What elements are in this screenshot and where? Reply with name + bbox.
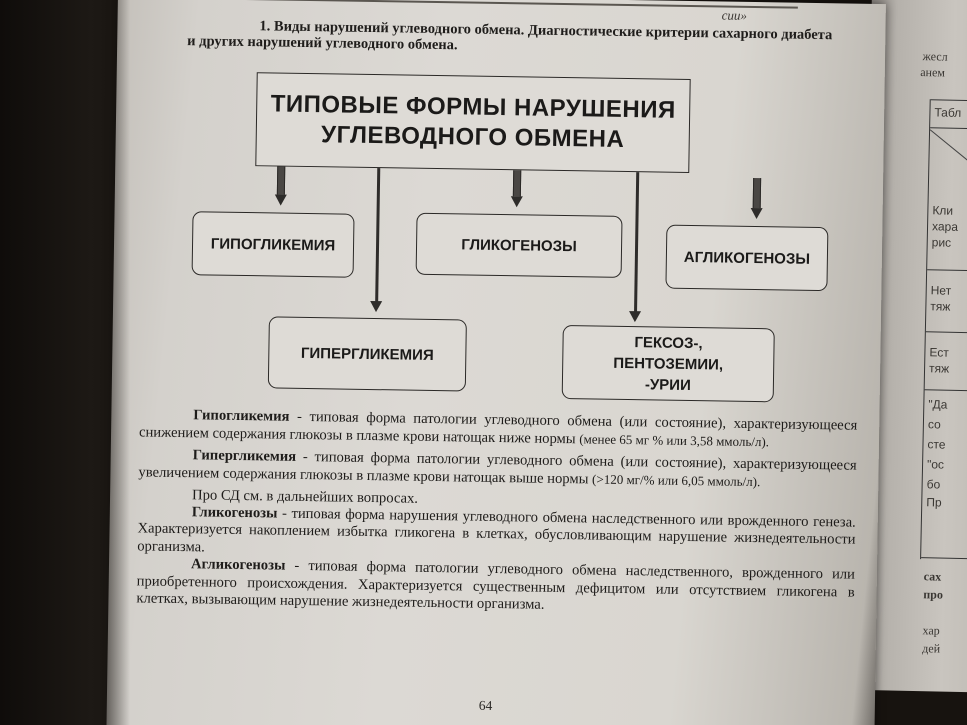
body-text: Гипогликемия - типовая форма патологии у… — [136, 406, 857, 619]
diagram-root-box: ТИПОВЫЕ ФОРМЫ НАРУШЕНИЯ УГЛЕВОДНОГО ОБМЕ… — [255, 72, 691, 173]
book-page: сии» 1. Виды нарушений углеводного обмен… — [106, 0, 886, 725]
term-hypoglycemia: Гипогликемия — [193, 407, 290, 425]
right-page-text: дей — [922, 641, 941, 656]
table-cell: рис — [931, 235, 952, 250]
table-cell: Пр — [926, 495, 942, 510]
box-hexosemia-line: ГЕКСОЗ-, — [634, 333, 703, 352]
right-page-text: хар — [922, 623, 940, 638]
arrow-head — [370, 300, 383, 313]
table-cell: хара — [931, 219, 959, 234]
arrow-to-hexosemia — [634, 170, 640, 313]
table-cell: тяж — [930, 299, 951, 314]
table-header-cell: Табл — [934, 105, 962, 120]
box-hexosemia-line: -УРИИ — [644, 375, 691, 394]
table-cell: "ос — [926, 457, 945, 472]
box-hyperglycemia: ГИПЕРГЛИКЕМИЯ — [267, 316, 467, 392]
arrow-to-hypoglycemia — [276, 164, 286, 195]
arrow-to-hyperglycemia — [375, 166, 381, 303]
table-cell: со — [927, 417, 941, 432]
arrow-head — [750, 207, 763, 220]
box-aglycogenoses: АГЛИКОГЕНОЗЫ — [665, 224, 829, 292]
paragraph-text: (>120 мг/% или 6,05 ммоль/л). — [591, 471, 761, 490]
table-cell: Нет — [930, 283, 952, 298]
table-cell: бо — [926, 477, 941, 492]
table-cell: Кли — [932, 203, 954, 218]
right-page-text: сах — [923, 569, 942, 584]
table-cell: "Да — [928, 397, 948, 412]
table-cell: Ест — [929, 345, 949, 360]
page-number: 64 — [478, 697, 493, 713]
arrow-head — [510, 196, 523, 208]
right-page-text: жесл — [922, 49, 948, 64]
background-shadow — [0, 0, 130, 725]
right-page-text: анем — [920, 65, 946, 80]
right-page-table: Табл Кли хара рис Нет тяж Ест тяж "Да со… — [920, 99, 967, 561]
arrow-to-aglycogenoses — [752, 177, 762, 209]
diagram-root-title-line: УГЛЕВОДНОГО ОБМЕНА — [320, 121, 625, 153]
paragraph-text: (менее 65 мг % или 3,58 ммоль/л). — [579, 431, 770, 450]
term-glycogenoses: Гликогенозы — [191, 504, 278, 522]
arrow-head — [628, 311, 642, 323]
table-cell: тяж — [928, 361, 950, 376]
box-hexosemia: ГЕКСОЗ-, ПЕНТОЗЕМИИ, -УРИИ — [561, 325, 775, 403]
box-hexosemia-line: ПЕНТОЗЕМИИ, — [613, 354, 724, 374]
arrow-to-glycogenoses — [512, 168, 522, 197]
table-cell: сте — [927, 437, 946, 452]
box-glycogenoses: ГЛИКОГЕНОЗЫ — [415, 212, 623, 278]
arrow-head — [274, 194, 287, 206]
term-aglycogenoses: Агликогенозы — [190, 556, 286, 574]
box-hypoglycemia: ГИПОГЛИКЕМИЯ — [191, 211, 355, 278]
term-hyperglycemia: Гипергликемия — [192, 447, 297, 465]
right-page-text: про — [923, 587, 944, 602]
